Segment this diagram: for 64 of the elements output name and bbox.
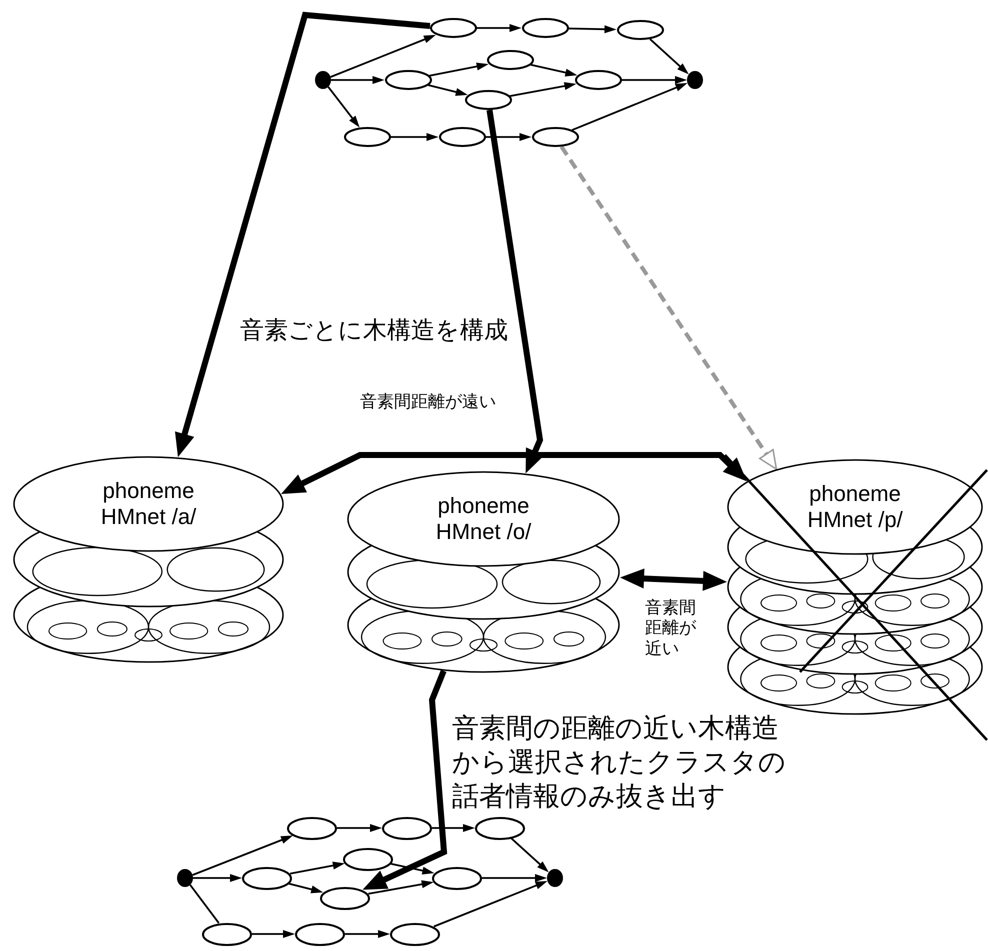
state-ellipse — [486, 50, 534, 70]
state-ellipse — [390, 922, 440, 946]
node-label: phoneme HMnet /p/ — [806, 481, 904, 534]
filled-dot — [177, 869, 193, 887]
arrow — [252, 930, 295, 938]
state-ellipse — [242, 866, 292, 890]
double-arrow — [620, 568, 727, 591]
arrow — [509, 82, 576, 97]
arrow — [288, 882, 324, 894]
filled-dot — [547, 869, 563, 887]
edge-label: 音素間距離が近い — [645, 598, 697, 660]
dashed-arrow — [560, 146, 778, 470]
arrow — [327, 86, 360, 128]
connector-line — [189, 884, 220, 924]
state-ellipse — [295, 922, 345, 946]
double-arrow — [281, 452, 747, 494]
filled-dot — [315, 71, 331, 89]
annotation-text: 音素ごとに木構造を構成 — [240, 316, 508, 345]
state-ellipse — [344, 127, 390, 147]
state-ellipse — [320, 886, 370, 910]
arrow — [362, 670, 448, 890]
state-ellipse — [432, 866, 482, 890]
arrow — [192, 836, 294, 876]
arrow — [290, 862, 345, 874]
state-ellipse — [343, 848, 393, 870]
arrow — [331, 76, 384, 84]
arrow — [337, 824, 382, 832]
edge-label: 音素間距離が遠い — [360, 392, 496, 412]
state-ellipse — [532, 127, 578, 147]
state-ellipse — [202, 922, 252, 946]
arrow — [486, 133, 532, 141]
arrow — [330, 34, 436, 78]
arrow — [482, 874, 547, 882]
state-ellipse — [574, 70, 622, 90]
state-ellipse — [287, 816, 337, 840]
arrow — [530, 64, 578, 76]
state-ellipse — [438, 127, 486, 147]
node-label: phoneme HMnet /o/ — [434, 493, 532, 546]
arrow — [649, 38, 689, 74]
arrow — [622, 76, 687, 84]
filled-dot — [687, 71, 703, 89]
state-ellipse — [430, 18, 476, 38]
arrow — [368, 880, 434, 895]
arrow — [434, 880, 548, 928]
state-ellipse — [475, 816, 525, 840]
state-ellipse — [382, 816, 432, 840]
state-ellipse — [464, 90, 512, 110]
state-ellipse — [384, 70, 432, 90]
state-ellipse — [616, 20, 664, 40]
arrow — [572, 83, 688, 131]
annotation-text: 音素間の距離の近い木構造から選択されたクラスタの話者情報のみ抜き出す — [452, 712, 787, 814]
arrow — [428, 84, 468, 96]
arrow — [174, 12, 430, 458]
node-label: phoneme HMnet /a/ — [100, 478, 198, 531]
arrow — [193, 874, 242, 882]
arrow — [390, 862, 434, 875]
arrow — [429, 62, 489, 77]
arrow — [390, 133, 438, 141]
state-ellipse — [522, 18, 568, 38]
arrow — [510, 838, 549, 872]
arrow — [345, 930, 390, 938]
arrow — [476, 24, 522, 32]
arrow — [568, 25, 616, 34]
arrow — [432, 824, 475, 832]
